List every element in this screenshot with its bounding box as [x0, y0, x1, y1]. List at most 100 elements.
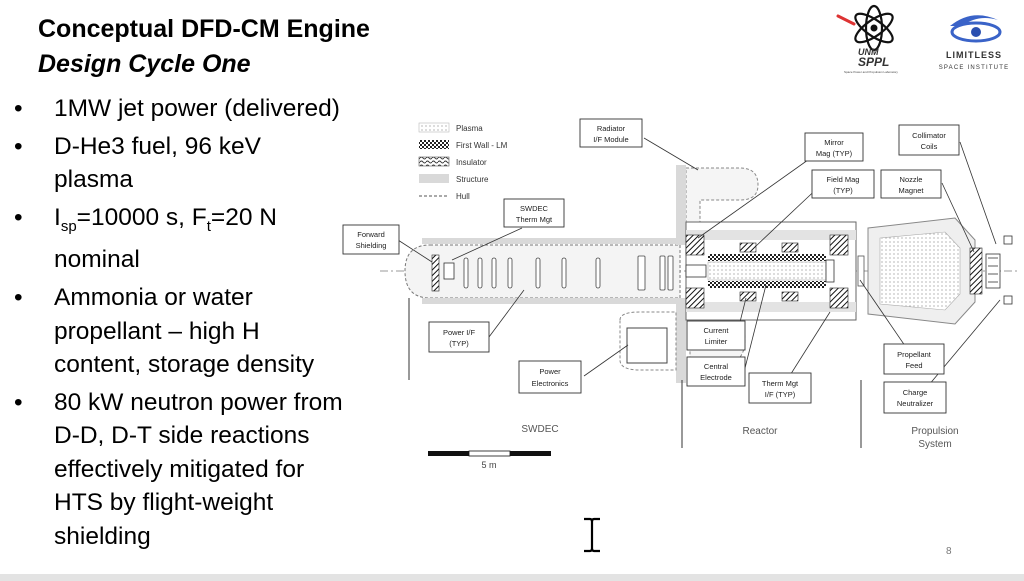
bullet-list: • 1MW jet power (delivered) • D-He3 fuel, … — [12, 92, 404, 557]
callout-text: Mirror — [824, 138, 844, 147]
bullet-text: 80 kW neutron power from — [54, 388, 343, 416]
callout-forward-shielding: Forward Shielding — [342, 224, 400, 255]
legend-label: First Wall - LM — [456, 141, 508, 150]
sppl-logo-sub: SPPL — [858, 55, 889, 69]
callout-nozzle-magnet: Nozzle Magnet — [880, 169, 942, 199]
engine-schematic: Plasma First Wall - LM Insulator Structu… — [342, 118, 1020, 470]
bullet-text: 1MW jet power (delivered) — [54, 95, 340, 122]
limitless-logo: LIMITLESS SPACE INSTITUTE — [939, 15, 1010, 71]
section-label-propulsion: Propulsion — [911, 426, 958, 437]
limitless-logo-line2: SPACE INSTITUTE — [939, 65, 1010, 71]
callout-text: Shielding — [356, 241, 387, 250]
callout-text: I/F (TYP) — [765, 390, 796, 399]
reactor-section — [685, 221, 865, 321]
scale-label: 5 m — [481, 460, 496, 470]
callout-swdec-therm-mgt: SWDEC Therm Mgt — [503, 198, 565, 228]
bullet-item: • D-He3 fuel, 96 keV plasma — [12, 130, 404, 197]
callout-text: Coils — [921, 142, 938, 151]
callout-text: Nozzle — [900, 175, 923, 184]
isp-symbol: I — [54, 203, 61, 231]
callout-text: Therm Mgt — [762, 379, 799, 388]
callout-text: (TYP) — [449, 339, 469, 348]
bullet-dot: • — [14, 203, 23, 231]
bullet-text: effectively mitigated for — [54, 455, 305, 483]
section-label-propulsion: System — [918, 439, 951, 450]
bullet-text: HTS by flight-weight — [54, 489, 274, 517]
diagram-legend: Plasma First Wall - LM Insulator Structu… — [418, 122, 508, 201]
legend-label: Structure — [456, 175, 489, 184]
bullet-dot: • — [14, 132, 23, 160]
callout-power-electronics: Power Electronics — [518, 360, 582, 394]
callout-text: Central — [704, 362, 729, 371]
legend-swatch-insulator — [418, 156, 450, 167]
callout-therm-mgt-if: Therm Mgt I/F (TYP) — [748, 372, 812, 404]
legend-label: Hull — [456, 192, 470, 201]
slide-title: Conceptual DFD-CM Engine — [38, 15, 370, 43]
propulsion-section — [867, 217, 1013, 325]
bullet-text: plasma — [54, 166, 133, 193]
legend-swatch-plasma — [418, 122, 450, 133]
callout-text: Field Mag — [827, 175, 860, 184]
callout-text: SWDEC — [520, 204, 549, 213]
callout-central-electrode: Central Electrode — [686, 356, 746, 387]
bottom-bar — [0, 574, 1024, 581]
limitless-logo-line1: LIMITLESS — [946, 50, 1002, 60]
callout-text: Mag (TYP) — [816, 149, 853, 158]
section-label-swdec: SWDEC — [521, 424, 558, 435]
callout-text: Radiator — [597, 124, 626, 133]
callout-mirror-mag: Mirror Mag (TYP) — [804, 132, 864, 162]
legend-label: Plasma — [456, 124, 483, 133]
bullet-dot: • — [14, 284, 23, 312]
bullet-dot: • — [14, 388, 23, 416]
callout-power-if: Power I/F (TYP) — [428, 321, 490, 353]
callout-field-mag: Field Mag (TYP) — [811, 169, 875, 199]
callout-current-limiter: Current Limiter — [686, 320, 746, 351]
callout-text: Charge — [903, 388, 928, 397]
bullet-item: • 1MW jet power (delivered) — [12, 92, 404, 126]
sppl-logo-main: UNM — [858, 47, 879, 57]
callout-radiator-if-module: Radiator I/F Module — [579, 118, 643, 148]
callout-text: (TYP) — [833, 186, 853, 195]
callout-text: Collimator — [912, 131, 946, 140]
bullet-text: D-He3 fuel, 96 keV — [54, 132, 261, 160]
callout-text: Limiter — [705, 337, 728, 346]
thrust-value: =20 N — [210, 203, 277, 231]
legend-swatch-first-wall — [419, 140, 449, 149]
page-number: 8 — [946, 546, 952, 557]
callout-text: Power I/F — [443, 328, 476, 337]
callout-text: Current — [703, 326, 729, 335]
callout-text: Feed — [905, 361, 922, 370]
section-label-reactor: Reactor — [742, 426, 778, 437]
legend-swatch-structure — [419, 174, 449, 183]
callout-text: Electrode — [700, 373, 732, 382]
callout-text: Neutralizer — [897, 399, 934, 408]
callout-charge-neutralizer: Charge Neutralizer — [883, 381, 947, 414]
slide-subtitle: Design Cycle One — [38, 50, 251, 78]
text-cursor-icon — [584, 517, 600, 553]
callout-text: Magnet — [898, 186, 924, 195]
scale-bar: 5 m — [428, 450, 551, 470]
bullet-text: shielding — [54, 522, 151, 550]
sppl-logo: UNM SPPL Space Power and Propulsion Labo… — [836, 4, 898, 74]
callout-propellant-feed: Propellant Feed — [883, 343, 945, 375]
bullet-item: • Ammonia or water propellant – high H cont… — [12, 281, 404, 382]
callout-text: Forward — [357, 230, 385, 239]
bullet-text: content, storage density — [54, 351, 315, 379]
callout-collimator-coils: Collimator Coils — [898, 124, 960, 156]
bullet-text: Ammonia or water — [54, 284, 253, 312]
bullet-text: propellant – high H — [54, 317, 260, 345]
sppl-logo-tag: Space Power and Propulsion Laboratory — [844, 70, 898, 74]
callout-text: Therm Mgt — [516, 215, 553, 224]
bullet-text: D-D, D-T side reactions — [54, 422, 310, 450]
swdec-section — [404, 238, 681, 304]
isp-subscript: sp — [60, 217, 77, 235]
callout-text: Power — [539, 367, 561, 376]
bullet-dot: • — [14, 95, 23, 122]
legend-label: Insulator — [456, 158, 487, 167]
callout-text: Propellant — [897, 350, 932, 359]
callout-text: Electronics — [532, 379, 569, 388]
callout-text: I/F Module — [593, 135, 628, 144]
isp-value: =10000 s, F — [76, 203, 207, 231]
thrust-subscript: t — [206, 217, 211, 235]
